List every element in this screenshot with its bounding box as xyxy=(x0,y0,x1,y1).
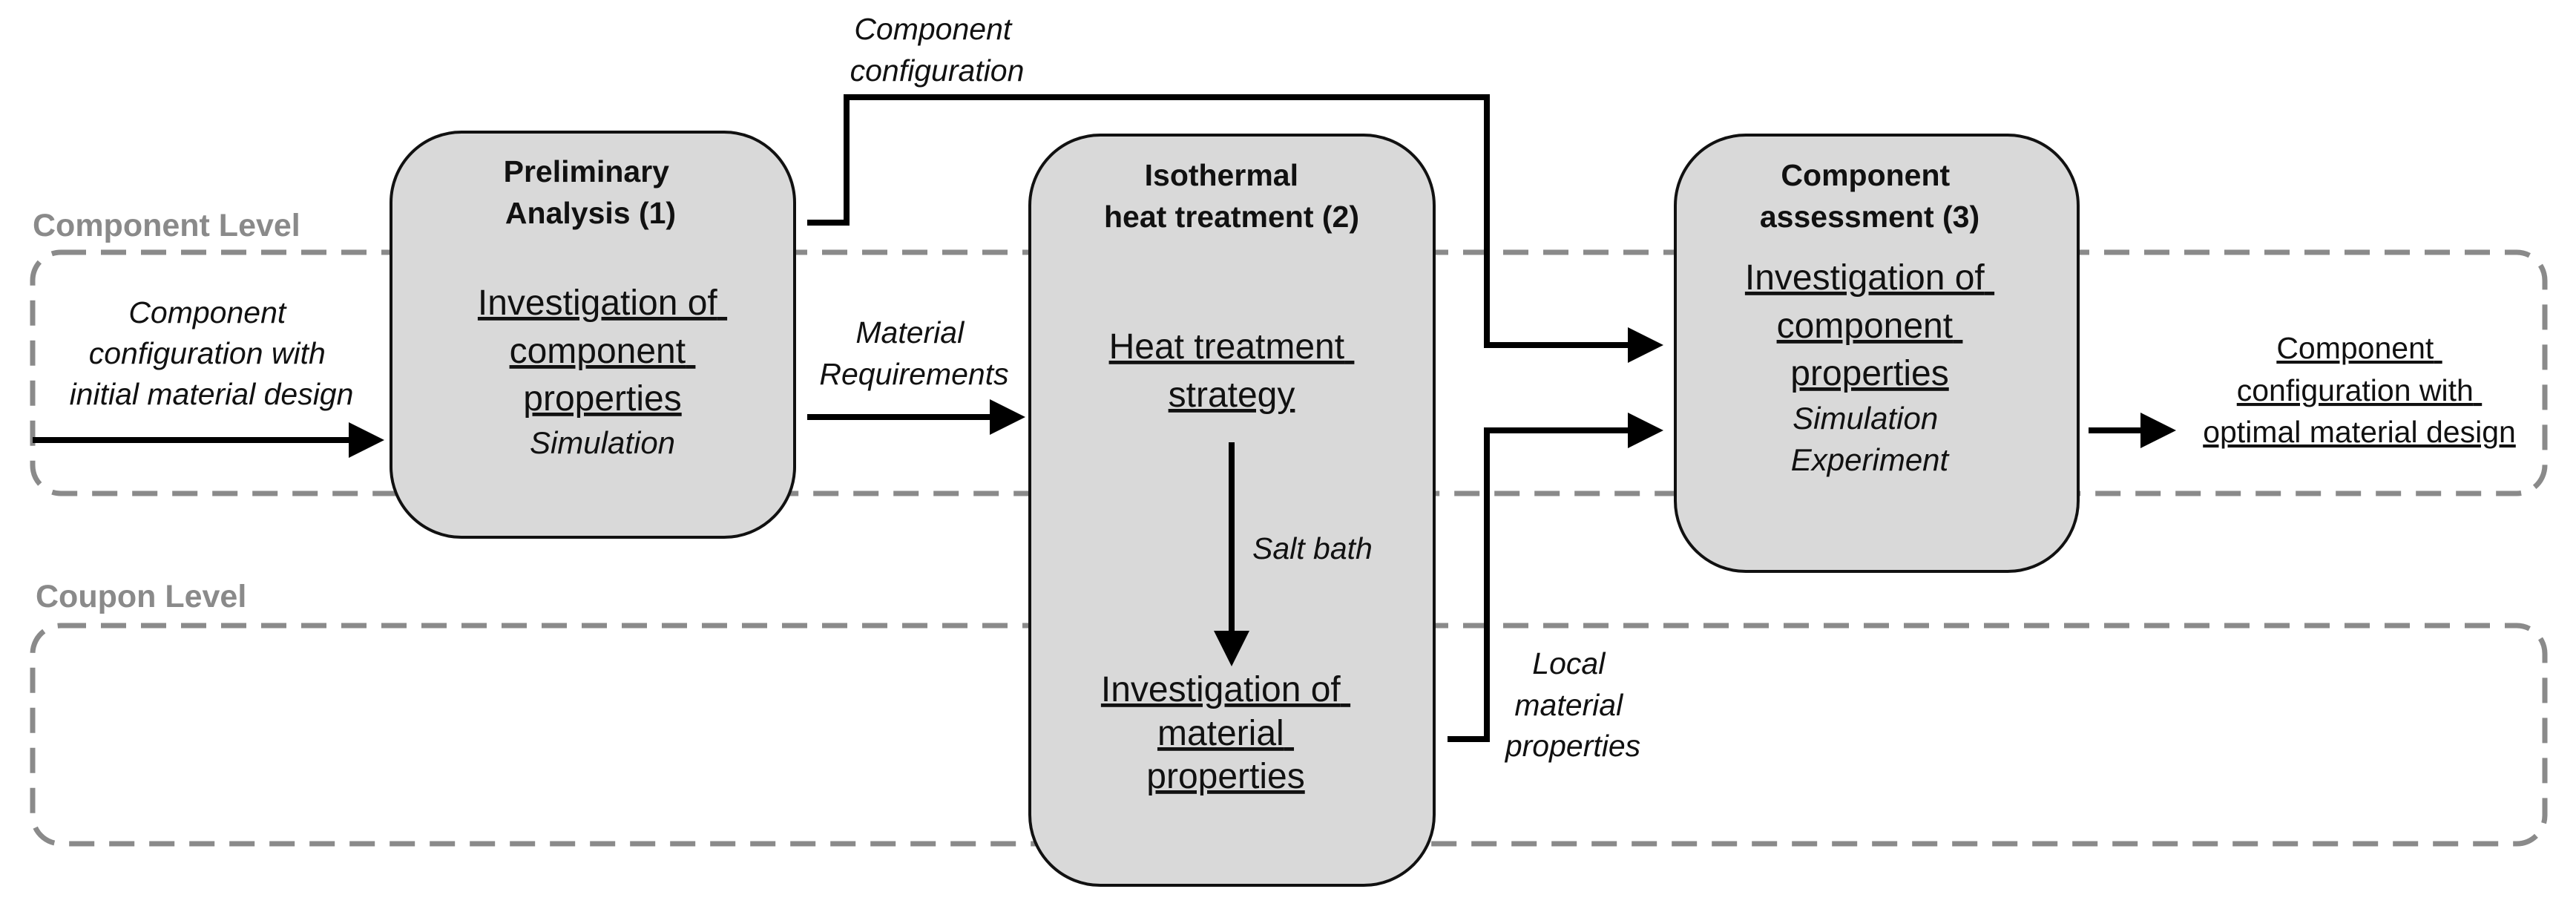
preliminary-simulation-text: Simulation xyxy=(530,425,675,460)
material-investigation-text: Investigation of material properties xyxy=(1101,670,1350,796)
local-material-properties-label: Local material properties xyxy=(1504,646,1640,763)
component-configuration-connector xyxy=(807,94,1663,363)
assessment-methods-text: Simulation Experiment xyxy=(1791,401,1951,477)
salt-bath-label: Salt bath xyxy=(1252,531,1373,565)
preliminary-analysis-title: Preliminary Analysis (1) xyxy=(504,154,678,230)
coupon-level-label: Coupon Level xyxy=(36,579,246,614)
output-label: Component configuration with optimal mat… xyxy=(2203,331,2516,449)
preliminary-analysis-box xyxy=(390,131,796,539)
preliminary-investigation-text: Investigation of component properties xyxy=(478,283,727,419)
assessment-investigation-text: Investigation of component properties xyxy=(1745,258,1994,393)
component-configuration-label: Component configuration xyxy=(850,12,1025,88)
input-label: Component configuration with initial mat… xyxy=(70,295,354,411)
component-assessment-box xyxy=(1674,134,2080,573)
heat-treatment-strategy-text: Heat treatment strategy xyxy=(1109,327,1355,415)
material-requirements-label: Material Requirements xyxy=(819,315,1008,391)
component-assessment-title: Component assessment (3) xyxy=(1760,158,1979,234)
component-level-label: Component Level xyxy=(33,208,300,243)
isothermal-title: Isothermal heat treatment (2) xyxy=(1104,158,1359,234)
local-material-properties-connector xyxy=(1448,413,1663,742)
